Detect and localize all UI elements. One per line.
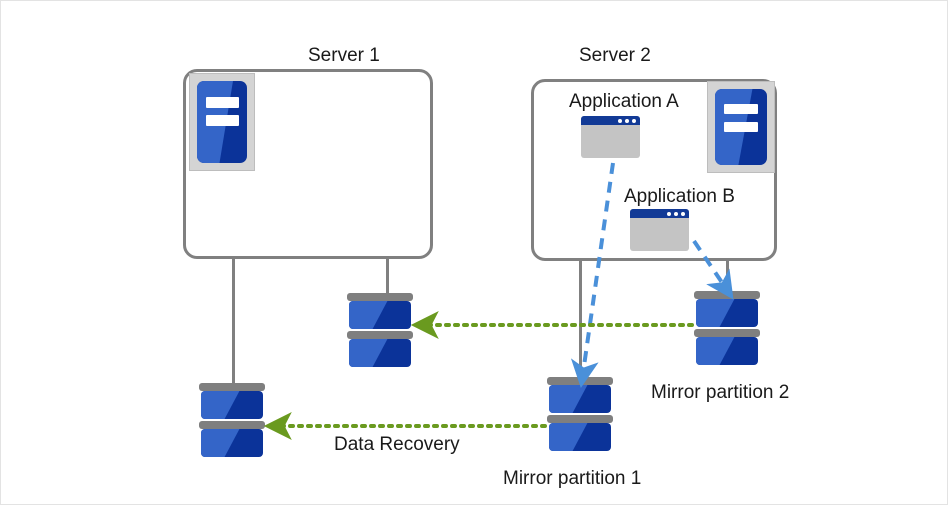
disk-plate [547,377,613,385]
disk-body [549,385,611,413]
application-window-titlebar [581,116,640,125]
application-b-label: Application B [624,186,735,207]
application-window-dots [618,118,636,123]
server-1-line-left [232,257,235,385]
data-recovery-label: Data Recovery [334,434,460,455]
disk-plate [547,415,613,423]
server-1-title: Server 1 [308,45,380,66]
disk-stack-icon-mirror-partition-1 [547,377,613,453]
disk-plate [199,383,265,391]
server-tower-bar-top [723,104,759,115]
application-a-label: Application A [569,91,679,112]
server-2-line-left [579,259,582,387]
disk-plate [694,329,760,337]
disk-body [201,429,263,457]
disk-body [696,299,758,327]
server-1-line-right [386,257,389,295]
application-window-dots [667,211,685,216]
disk-plate [694,291,760,299]
disk-plate [347,331,413,339]
server-tower-bar-bottom [723,122,759,133]
mirror-partition-1-label: Mirror partition 1 [503,468,642,489]
disk-body [549,423,611,451]
server-tower-bar-bottom [205,115,239,127]
application-a-window-icon [581,116,640,158]
server-tower-bar-top [205,97,239,109]
disk-stack-icon-server1-upper [347,293,413,369]
disk-stack-icon-server1-lower [199,383,265,459]
disk-plate [347,293,413,301]
server-2-title: Server 2 [579,45,651,66]
server-tower-unit [197,81,247,163]
mirror-partition-2-label: Mirror partition 2 [651,382,790,403]
server-tower-icon-2 [707,81,775,173]
disk-stack-icon-mirror-partition-2 [694,291,760,367]
disk-body [349,301,411,329]
server-tower-icon-1 [189,73,255,171]
disk-body [696,337,758,365]
disk-plate [199,421,265,429]
application-window-titlebar [630,209,689,218]
application-b-window-icon [630,209,689,251]
server-tower-unit [715,89,767,165]
disk-body [201,391,263,419]
disk-body [349,339,411,367]
